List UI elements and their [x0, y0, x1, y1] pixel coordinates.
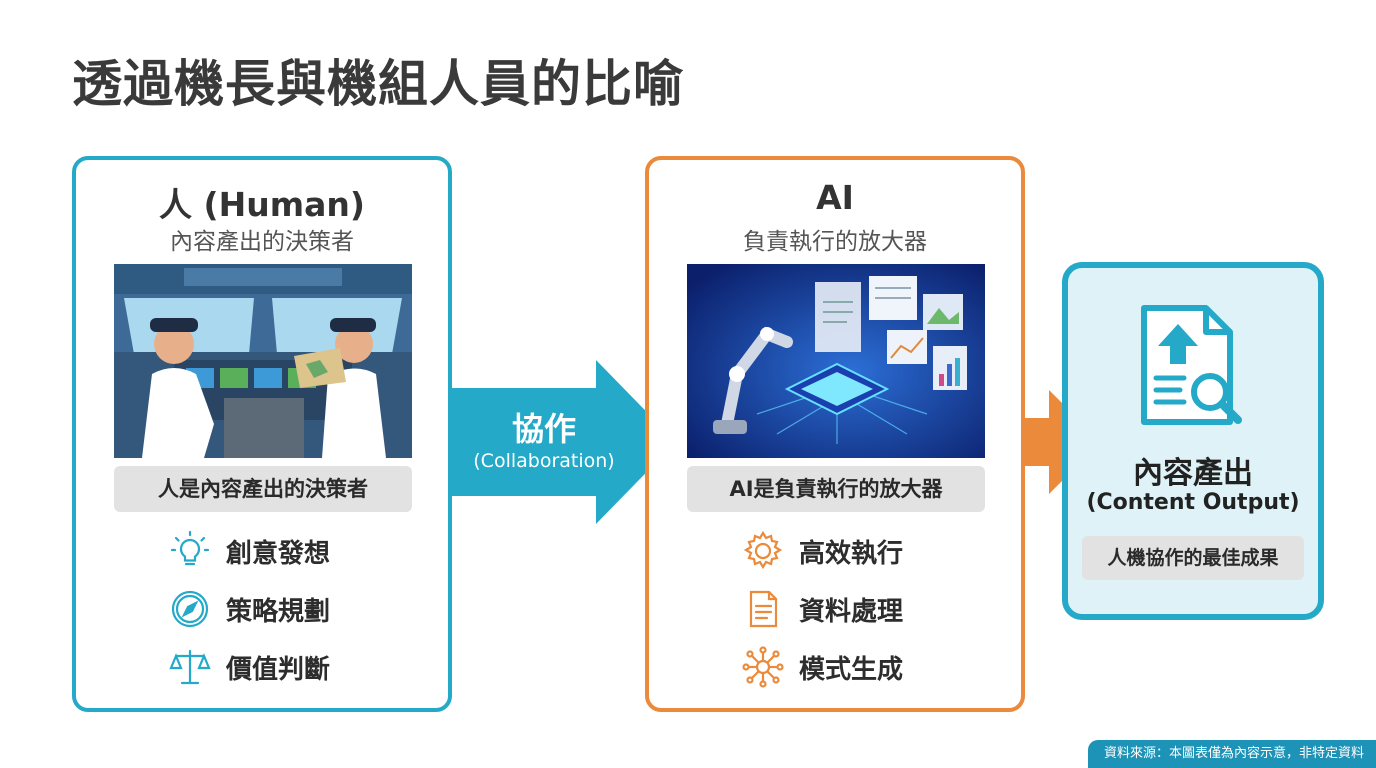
- ai-card-title: AI: [816, 178, 854, 217]
- compass-icon: [168, 588, 212, 630]
- feature-judgement: 價值判斷: [168, 646, 330, 688]
- ai-pill: AI是負責執行的放大器: [687, 466, 985, 512]
- gear-icon: [741, 530, 785, 572]
- human-card-subtitle: 內容產出的決策者: [170, 229, 354, 255]
- arrow-sublabel: (Collaboration): [473, 450, 615, 472]
- feature-label: 創意發想: [226, 538, 331, 569]
- document-icon: [741, 588, 785, 630]
- feature-label: 策略規劃: [226, 596, 331, 627]
- cockpit-illustration: [114, 264, 412, 458]
- ai-card: AI 負責執行的放大器: [645, 156, 1025, 712]
- content-output-box: 內容產出 (Content Output) 人機協作的最佳成果: [1062, 262, 1324, 620]
- feature-label: 模式生成: [799, 654, 904, 685]
- feature-execution: 高效執行: [741, 530, 903, 572]
- ai-card-subtitle: 負責執行的放大器: [743, 229, 927, 255]
- scales-icon: [168, 646, 212, 688]
- feature-label: 高效執行: [799, 538, 904, 569]
- lightbulb-icon: [168, 530, 212, 572]
- output-title: 內容產出: [1133, 456, 1253, 491]
- feature-label: 價值判斷: [226, 654, 331, 685]
- human-card: 人 (Human) 內容產出的決策者 人是內容產出的決策者: [72, 156, 452, 712]
- output-pill: 人機協作的最佳成果: [1082, 536, 1304, 580]
- feature-label: 資料處理: [799, 596, 904, 627]
- human-card-title: 人 (Human): [159, 185, 365, 224]
- document-search-icon: [1141, 305, 1242, 425]
- arrow-label: 協作: [511, 410, 576, 448]
- human-pill: 人是內容產出的決策者: [114, 466, 412, 512]
- source-footer: 資料來源：本圖表僅為內容示意，非特定資料: [1087, 740, 1376, 768]
- output-subtitle: (Content Output): [1086, 490, 1300, 515]
- collaboration-arrow: [452, 360, 676, 524]
- feature-data-processing: 資料處理: [741, 588, 903, 630]
- network-icon: [741, 646, 785, 688]
- feature-creative: 創意發想: [168, 530, 330, 572]
- feature-pattern-generation: 模式生成: [741, 646, 903, 688]
- ai-illustration: [687, 264, 985, 458]
- page-title: 透過機長與機組人員的比喻: [72, 55, 684, 113]
- feature-strategy: 策略規劃: [168, 588, 330, 630]
